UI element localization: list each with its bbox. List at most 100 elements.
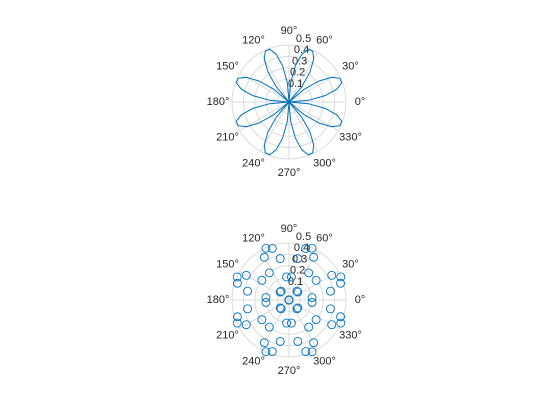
series-point xyxy=(261,297,271,307)
r-tick-label: 0.5 xyxy=(296,33,311,45)
r-tick-label: 0.4 xyxy=(294,44,309,56)
series-point xyxy=(307,347,317,357)
series-point xyxy=(307,297,317,307)
series-point xyxy=(259,338,269,348)
theta-tick-label: 210° xyxy=(216,330,239,342)
theta-tick-label: 270° xyxy=(278,365,301,377)
theta-tick-label: 60° xyxy=(316,233,333,245)
series-point xyxy=(276,286,286,296)
series-point xyxy=(275,336,285,346)
theta-tick-label: 270° xyxy=(278,167,301,179)
series-point xyxy=(259,252,269,262)
grid-ring xyxy=(277,90,301,114)
series-point xyxy=(336,318,346,328)
theta-tick-label: 30° xyxy=(342,259,359,271)
series-point xyxy=(311,315,321,325)
series-point xyxy=(241,270,251,280)
series-point xyxy=(293,336,303,346)
series-point xyxy=(267,347,277,357)
series-point xyxy=(284,295,294,305)
r-tick-label: 0.5 xyxy=(296,231,311,243)
theta-tick-label: 60° xyxy=(316,35,333,47)
theta-tick-label: 330° xyxy=(339,330,362,342)
grid-ring xyxy=(277,288,301,312)
polar-line-plot: 0° 30° 60° 90° 120° 150° 180° 210° 240° 270° 300° 3… xyxy=(207,25,366,179)
grid-ring xyxy=(265,276,313,324)
series-point xyxy=(293,303,303,313)
theta-tick-label: 240° xyxy=(242,355,265,367)
series-point xyxy=(325,304,335,314)
series-point xyxy=(327,270,337,280)
theta-tick-label: 150° xyxy=(216,61,239,73)
series-point xyxy=(232,278,242,288)
series-point xyxy=(276,304,286,314)
series-point xyxy=(282,318,292,328)
theta-tick-label: 210° xyxy=(216,132,239,144)
series-point xyxy=(311,275,321,285)
r-tick-label: 0.1 xyxy=(288,276,303,288)
theta-tick-label: 0° xyxy=(355,294,366,306)
series-point xyxy=(309,252,319,262)
series-point xyxy=(309,338,319,348)
series-point xyxy=(243,286,253,296)
series-point xyxy=(232,318,242,328)
r-tick-label: 0.3 xyxy=(292,55,307,67)
theta-tick-label: 120° xyxy=(242,35,265,47)
series-point xyxy=(264,322,274,332)
series-point xyxy=(301,347,311,357)
series-point xyxy=(261,243,271,253)
grid-ring xyxy=(231,44,347,160)
series-point xyxy=(293,287,303,297)
theta-tick-label: 90° xyxy=(281,25,298,37)
theta-tick-label: 0° xyxy=(355,96,366,108)
series-line xyxy=(235,48,343,156)
series-point xyxy=(292,286,302,296)
series-point xyxy=(282,272,292,282)
theta-tick-label: 30° xyxy=(342,61,359,73)
series-point xyxy=(286,272,296,282)
theta-tick-label: 300° xyxy=(313,157,336,169)
series-point xyxy=(292,304,302,314)
series-point xyxy=(304,268,314,278)
series-point xyxy=(267,243,277,253)
theta-tick-label: 180° xyxy=(207,294,230,306)
r-tick-label: 0.2 xyxy=(290,265,305,277)
theta-tick-label: 240° xyxy=(242,157,265,169)
series-point xyxy=(336,272,346,282)
grid-ring xyxy=(254,67,324,137)
series-point xyxy=(327,320,337,330)
series-point xyxy=(232,272,242,282)
series-point xyxy=(232,312,242,322)
series-point xyxy=(264,268,274,278)
series-point xyxy=(293,254,303,264)
theta-tick-label: 120° xyxy=(242,233,265,245)
series-point xyxy=(257,275,267,285)
r-tick-label: 0.1 xyxy=(288,78,303,90)
series-point xyxy=(243,304,253,314)
series-point xyxy=(241,320,251,330)
theta-tick-label: 150° xyxy=(216,259,239,271)
r-tick-label: 0.2 xyxy=(290,67,305,79)
series-point xyxy=(257,315,267,325)
grid-ring xyxy=(242,55,336,149)
theta-tick-label: 300° xyxy=(313,355,336,367)
series-point xyxy=(325,286,335,296)
series-point xyxy=(301,243,311,253)
polar-scatter-plot: 0° 30° 60° 90° 120° 150° 180° 210° 240° 270° 300° 3… xyxy=(207,223,366,377)
theta-tick-label: 330° xyxy=(339,132,362,144)
grid-ring xyxy=(231,242,347,358)
series-point xyxy=(261,293,271,303)
series-point xyxy=(275,303,285,313)
series-point xyxy=(275,287,285,297)
theta-tick-label: 180° xyxy=(207,96,230,108)
series-point xyxy=(261,347,271,357)
grid-ring xyxy=(265,78,313,126)
series-point xyxy=(275,254,285,264)
series-point xyxy=(336,312,346,322)
series-point xyxy=(307,243,317,253)
theta-tick-label: 90° xyxy=(281,223,298,235)
grid-ring xyxy=(254,265,324,335)
series-point xyxy=(304,322,314,332)
series-point xyxy=(336,278,346,288)
